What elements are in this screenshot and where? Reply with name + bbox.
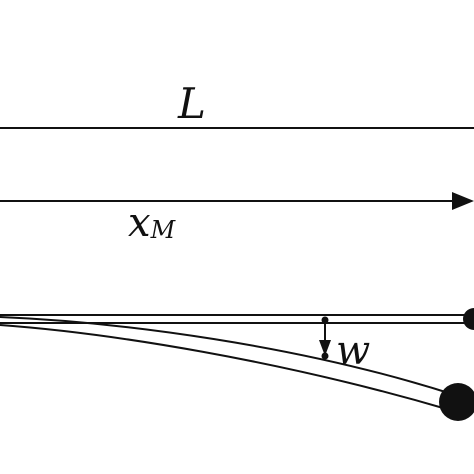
position-label-main: x (128, 200, 151, 246)
deflection-label: w (336, 328, 370, 374)
deflection-arrow-head (319, 340, 331, 356)
deflection-bottom-dot (321, 352, 329, 360)
position-label: xM (128, 200, 177, 246)
position-arrow-head (452, 192, 474, 210)
deformed-beam-top (0, 316, 456, 396)
position-label-subscript: M (150, 216, 177, 244)
deformed-beam-bottom (0, 324, 451, 411)
undeformed-tip-mass (463, 308, 474, 330)
deformed-tip-mass (439, 383, 474, 421)
length-label: L (177, 79, 206, 128)
